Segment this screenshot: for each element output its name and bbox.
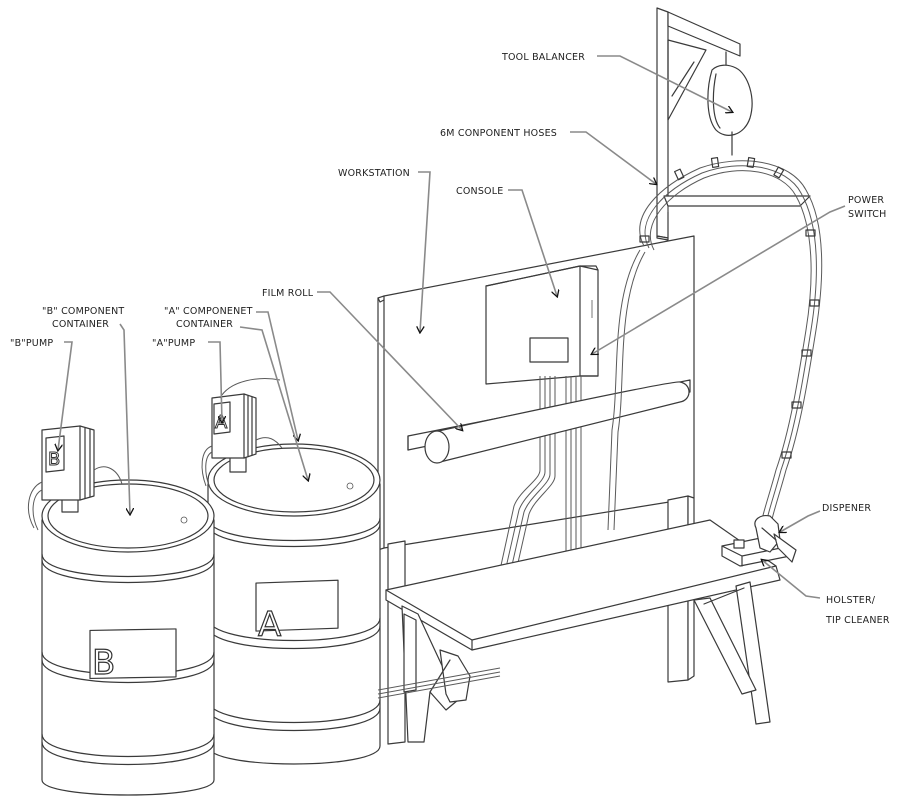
pump-a: A (201, 393, 283, 489)
dispenser (754, 515, 797, 563)
label-a-container-line2: CONTAINER (176, 319, 233, 330)
label-power-switch-line2: SWITCH (848, 209, 886, 220)
drum-b-letter: B (92, 643, 115, 683)
drum-b-label-panel (89, 628, 177, 680)
film-roll (407, 379, 691, 464)
label-b-container-line1: "B" COMPONENT (42, 306, 124, 317)
console-cables (499, 376, 582, 577)
balancer-mast (656, 7, 741, 241)
drum-a: A (207, 443, 381, 765)
label-a-container-line1: "A" COMPONENET (164, 306, 253, 317)
label-console: CONSOLE (456, 186, 503, 197)
label-holster-line1: HOLSTER/ (826, 595, 876, 606)
label-workstation: WORKSTATION (338, 168, 410, 179)
label-power-switch-line1: POWER (848, 195, 884, 206)
console (485, 265, 599, 385)
tool-balancer (707, 51, 753, 156)
pump-b-letter: B (48, 449, 60, 470)
label-b-container-line2: CONTAINER (52, 319, 109, 330)
label-b-pump: "B"PUMP (10, 338, 53, 349)
hose-support-bar (663, 195, 811, 212)
label-tool-balancer: TOOL BALANCER (501, 52, 585, 63)
label-dispenser: DISPENER (822, 503, 871, 514)
label-holster-line2: TIP CLEANER (825, 615, 890, 626)
callout-labels: TOOL BALANCER 6M CONPONENT HOSES WORKSTA… (10, 52, 890, 626)
drum-hoses (219, 378, 501, 699)
bench (385, 519, 781, 743)
drum-a-label-panel (255, 579, 339, 632)
drum-b: B (41, 479, 215, 796)
label-component-hoses: 6M CONPONENT HOSES (440, 128, 557, 139)
component-hoses (607, 156, 823, 535)
label-film-roll: FILM ROLL (262, 288, 314, 299)
console-display (529, 337, 569, 363)
leader-lines (58, 55, 846, 599)
label-a-pump: "A"PUMP (152, 338, 195, 349)
drum-a-letter: A (258, 605, 281, 645)
